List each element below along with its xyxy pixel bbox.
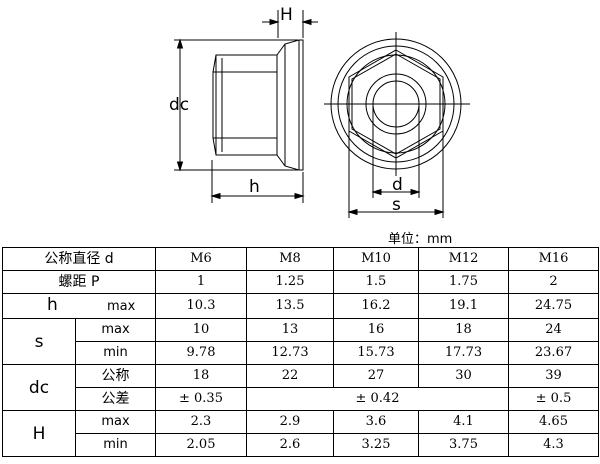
table-cell: 23.67 [508,341,599,365]
h-max-label: h max [2,293,156,319]
table-cell: 24 [508,318,599,342]
table-cell: 16.2 [333,293,419,319]
table-cell: 27 [333,364,419,388]
H-symbol: H [2,410,76,457]
table-cell: 4.1 [418,410,509,434]
table-cell: 3.6 [333,410,419,434]
H-min-label: min [75,433,156,457]
dc-tolerance-label: 公差 [75,387,156,411]
dc-symbol: dc [2,364,76,411]
dc-nominal-label: 公称 [75,364,156,388]
table-cell: 2.9 [246,410,334,434]
table-cell: 1 [155,270,247,294]
table-cell: 10 [155,318,247,342]
table-cell: 16 [333,318,419,342]
table-cell: 24.75 [508,293,599,319]
s-symbol: s [2,318,76,365]
table-row-h: h max 10.3 13.5 16.2 19.1 24.75 [2,293,599,319]
table-cell: 3.75 [418,433,509,457]
table-cell: 9.78 [155,341,247,365]
dimension-table: 公称直径 d M6 M8 M10 M12 M16 螺距 P 1 1.25 1.5… [2,247,599,457]
table-cell: ± 0.42 [246,387,509,411]
table-cell: 22 [246,364,334,388]
table-cell: 15.73 [333,341,419,365]
table-cell: ± 0.35 [155,387,247,411]
table-cell: 2.05 [155,433,247,457]
size-header: M6 [155,247,247,271]
table-cell: 1.75 [418,270,509,294]
table-cell: ± 0.5 [508,387,599,411]
table-cell: 2.6 [246,433,334,457]
size-header: M16 [508,247,599,271]
s-min-label: min [75,341,156,365]
table-cell: 13.5 [246,293,334,319]
table-cell: 19.1 [418,293,509,319]
table-cell: 39 [508,364,599,388]
table-cell: 2 [508,270,599,294]
table-cell: 30 [418,364,509,388]
pitch-label: 螺距 P [2,270,156,294]
table-cell: 2.3 [155,410,247,434]
table-cell: 4.65 [508,410,599,434]
table-cell: 4.3 [508,433,599,457]
top-view [324,32,470,218]
flange-nut-drawing: H dc h d s [169,5,470,218]
table-cell: 18 [418,318,509,342]
table-row-dc-nominal: dc 公称 18 22 27 30 39 [2,364,599,411]
s-max-label: max [75,318,156,342]
table-cell: 1.25 [246,270,334,294]
table-row-s-max: s max 10 13 16 18 24 [2,318,599,365]
table-row-pitch: 螺距 P 1 1.25 1.5 1.75 2 [2,270,599,294]
size-header: M8 [246,247,334,271]
table-cell: 10.3 [155,293,247,319]
H-max-label: max [75,410,156,434]
h-symbol: h [47,295,58,315]
dim-label-H: H [280,5,293,25]
table-cell: 17.73 [418,341,509,365]
nominal-diameter-label: 公称直径 d [2,247,156,271]
table-cell: 18 [155,364,247,388]
side-view [174,10,318,203]
table-row-H-max: H max 2.3 2.9 3.6 4.1 4.65 [2,410,599,457]
size-header: M10 [333,247,419,271]
unit-label: 单位：mm [388,232,453,247]
table-row-dc-tolerance: 公差 ± 0.35 ± 0.42 ± 0.5 [3,387,599,411]
h-sub-label: max [107,299,136,314]
table-cell: 12.73 [246,341,334,365]
table-cell: 3.25 [333,433,419,457]
dim-label-d: d [392,175,403,195]
size-header: M12 [418,247,509,271]
table-row-H-min: min 2.05 2.6 3.25 3.75 4.3 [3,433,599,457]
table-row-header: 公称直径 d M6 M8 M10 M12 M16 [2,247,599,271]
dim-label-dc: dc [169,95,189,115]
table-row-s-min: min 9.78 12.73 15.73 17.73 23.67 [3,341,599,365]
dim-label-s: s [392,195,401,215]
dim-label-h: h [249,177,260,197]
table-cell: 13 [246,318,334,342]
table-cell: 1.5 [333,270,419,294]
